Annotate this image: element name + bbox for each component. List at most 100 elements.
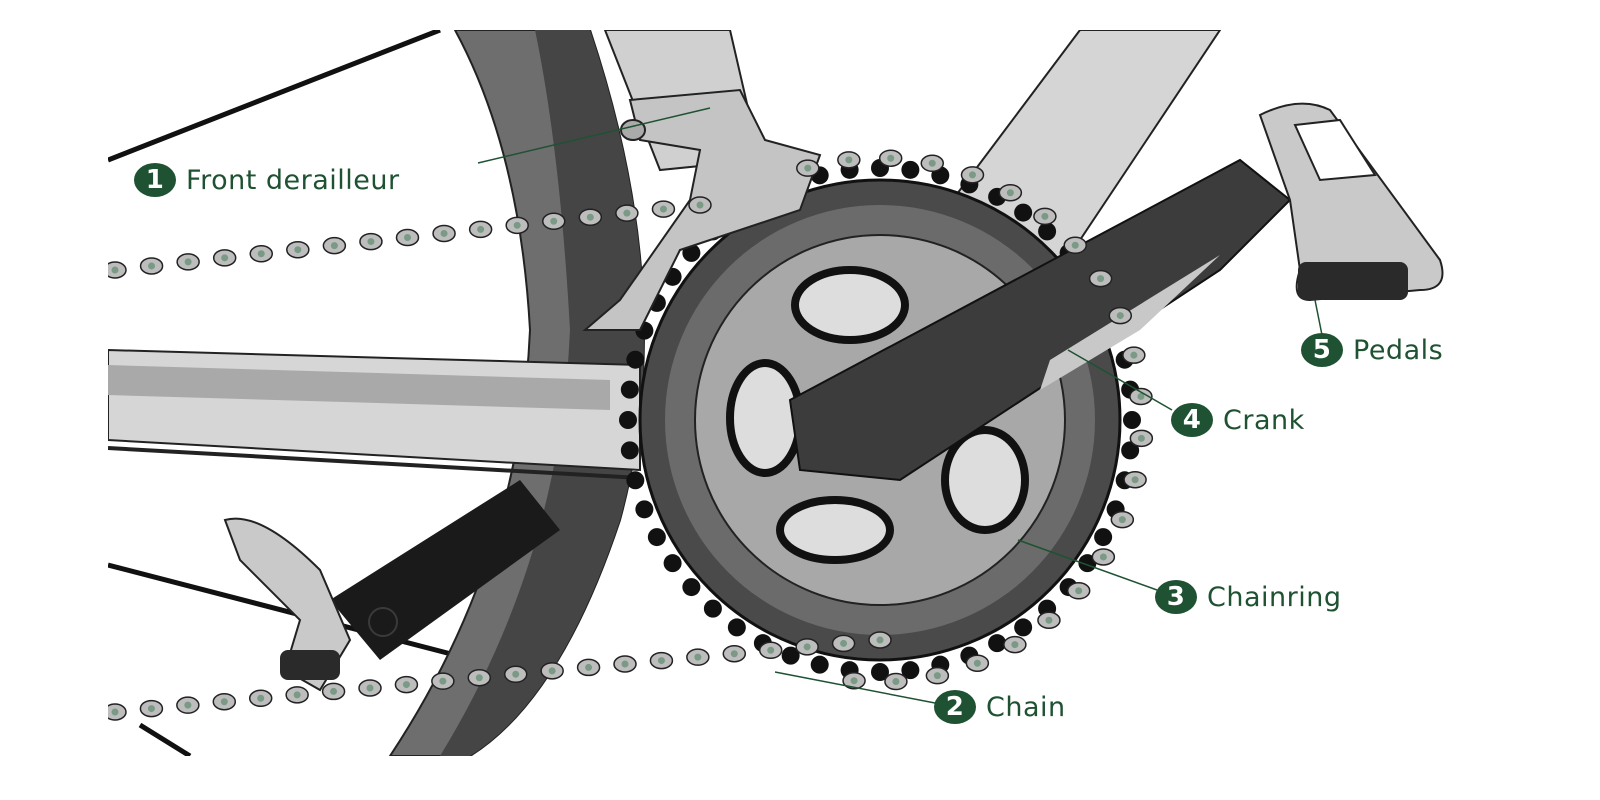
chain-link bbox=[432, 224, 456, 243]
chain-link bbox=[1108, 306, 1133, 325]
chainring-tooth bbox=[626, 471, 645, 490]
chainring-tooth bbox=[635, 500, 654, 519]
chain-link bbox=[868, 631, 892, 649]
chain-link bbox=[615, 204, 639, 222]
chain-link bbox=[884, 672, 908, 691]
chain-link bbox=[1110, 510, 1135, 529]
chain-link bbox=[960, 166, 985, 184]
label-crank: 4 Crank bbox=[1171, 403, 1305, 437]
chain-link bbox=[212, 249, 237, 267]
chainring-tooth bbox=[619, 411, 637, 429]
chain-link bbox=[249, 245, 273, 263]
chainring-tooth bbox=[781, 646, 800, 665]
chain-link bbox=[613, 655, 637, 673]
chain-link bbox=[542, 212, 566, 230]
number-badge: 1 bbox=[134, 163, 176, 197]
chain-link bbox=[1122, 346, 1146, 364]
label-chain: 2 Chain bbox=[934, 690, 1066, 724]
label-front-derailleur: 1 Front derailleur bbox=[134, 163, 400, 197]
chainring-cutout bbox=[791, 266, 909, 344]
chainring-tooth bbox=[1094, 528, 1113, 547]
label-text: Front derailleur bbox=[186, 164, 400, 196]
crank-arm bbox=[788, 158, 1292, 482]
chain-link bbox=[395, 228, 420, 247]
chainring-tooth bbox=[810, 655, 829, 674]
chain-link bbox=[1003, 635, 1027, 654]
chain-link bbox=[795, 638, 819, 656]
chain-link bbox=[286, 240, 310, 259]
chainring-tooth bbox=[1121, 441, 1140, 460]
chain-link bbox=[1088, 269, 1113, 288]
chain-link bbox=[1091, 548, 1116, 566]
chain-link bbox=[651, 200, 676, 218]
chain-link bbox=[248, 689, 273, 708]
chain-link bbox=[998, 183, 1023, 202]
chain-link bbox=[176, 696, 200, 714]
chainring-tooth bbox=[620, 380, 639, 399]
chain-link bbox=[285, 686, 309, 704]
number-badge: 5 bbox=[1301, 333, 1343, 367]
chain-link bbox=[1033, 207, 1057, 226]
chainring-tooth bbox=[626, 350, 645, 369]
label-pedals: 5 Pedals bbox=[1301, 333, 1443, 367]
chain-link bbox=[108, 261, 127, 279]
chain-link bbox=[1037, 611, 1061, 630]
label-text: Chain bbox=[986, 691, 1066, 723]
chainring-tooth bbox=[901, 160, 920, 179]
chain-link bbox=[394, 675, 419, 694]
chain bbox=[108, 149, 1154, 721]
label-chainring: 3 Chainring bbox=[1155, 580, 1341, 614]
chain-link bbox=[686, 648, 710, 666]
brake-cable bbox=[108, 30, 441, 163]
number-badge: 2 bbox=[934, 690, 976, 724]
chain-link bbox=[722, 644, 747, 663]
label-text: Crank bbox=[1223, 404, 1305, 436]
chain-link bbox=[358, 679, 382, 697]
chain-link bbox=[925, 666, 950, 685]
label-text: Chainring bbox=[1207, 581, 1342, 613]
chain-link bbox=[878, 149, 903, 167]
chainring-tooth bbox=[727, 618, 746, 637]
number-badge: 3 bbox=[1155, 580, 1197, 614]
chain-link bbox=[920, 154, 945, 173]
chain-link bbox=[468, 220, 493, 239]
chain-link bbox=[576, 658, 601, 677]
chain-link bbox=[212, 692, 237, 711]
chain-link bbox=[503, 665, 528, 684]
chainring-tooth bbox=[682, 578, 701, 597]
chain-link bbox=[965, 654, 990, 672]
chainring-tooth bbox=[620, 441, 639, 460]
chainring-tooth bbox=[663, 554, 682, 573]
chain-link bbox=[831, 634, 856, 653]
chain-link bbox=[688, 196, 712, 214]
chain-link bbox=[837, 151, 861, 169]
chainring-tooth bbox=[1014, 203, 1033, 222]
chain-link bbox=[467, 668, 492, 687]
chain-link bbox=[758, 641, 783, 660]
chainring-tooth bbox=[871, 663, 889, 681]
chain-link bbox=[842, 671, 866, 690]
kickstand bbox=[330, 480, 560, 660]
chain-link bbox=[322, 236, 347, 255]
chainring-tooth bbox=[901, 661, 920, 680]
label-text: Pedals bbox=[1353, 334, 1444, 366]
chainring-tooth bbox=[1038, 222, 1057, 241]
chain-link bbox=[578, 208, 603, 226]
chainring-tooth bbox=[703, 599, 722, 618]
chain-link bbox=[139, 257, 164, 275]
chain-link bbox=[540, 662, 564, 680]
chainring-tooth bbox=[1123, 411, 1141, 429]
chain-link bbox=[139, 699, 164, 718]
leader-lines bbox=[477, 107, 1323, 704]
chain-link bbox=[1123, 470, 1147, 489]
chain-link bbox=[1066, 582, 1091, 600]
pedal bbox=[1258, 102, 1444, 302]
chain-link bbox=[321, 682, 346, 701]
chain-link bbox=[108, 703, 127, 721]
chain-link bbox=[1129, 387, 1153, 406]
chainring-tooth bbox=[988, 634, 1007, 653]
chain-link bbox=[176, 253, 200, 271]
chain-link bbox=[649, 651, 674, 670]
chain-link bbox=[1063, 236, 1087, 255]
